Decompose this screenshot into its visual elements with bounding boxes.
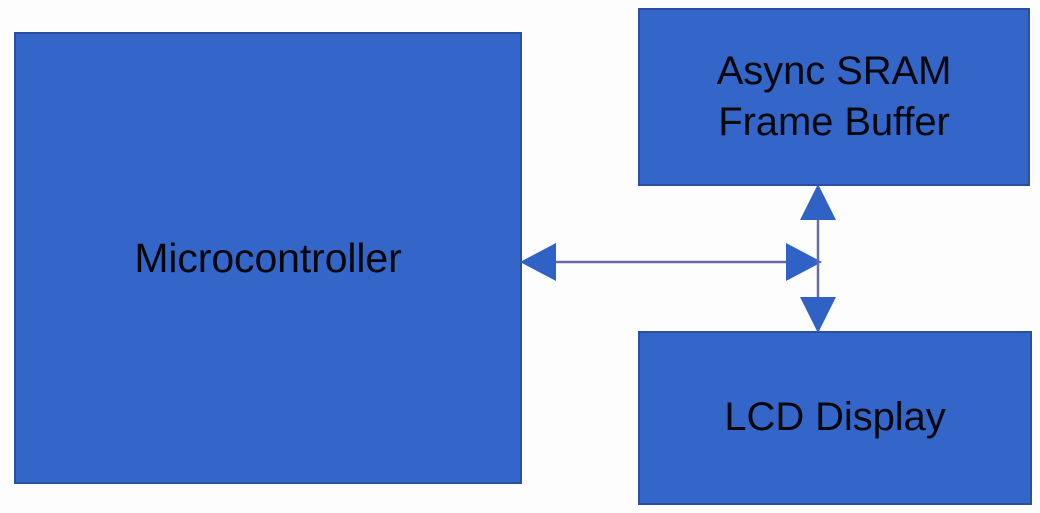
block-lcd-display[interactable]: LCD Display <box>638 331 1032 505</box>
block-async-sram-frame-buffer-label-line-2: Frame Buffer <box>718 100 950 144</box>
block-microcontroller[interactable]: Microcontroller <box>14 32 522 484</box>
block-async-sram-frame-buffer[interactable]: Async SRAM Frame Buffer <box>638 8 1030 186</box>
arrowhead-right-icon <box>786 243 822 281</box>
block-microcontroller-label-line-1: Microcontroller <box>134 234 402 281</box>
arrowhead-left-icon <box>520 243 556 281</box>
block-lcd-display-label-line-1: LCD Display <box>724 395 946 440</box>
connector-sram-to-lcd <box>792 182 844 335</box>
block-async-sram-frame-buffer-label-line-1: Async SRAM <box>716 48 952 93</box>
arrowhead-down-icon <box>800 297 836 333</box>
connector-microcontroller-to-bus <box>518 236 824 288</box>
arrowhead-up-icon <box>800 184 836 220</box>
